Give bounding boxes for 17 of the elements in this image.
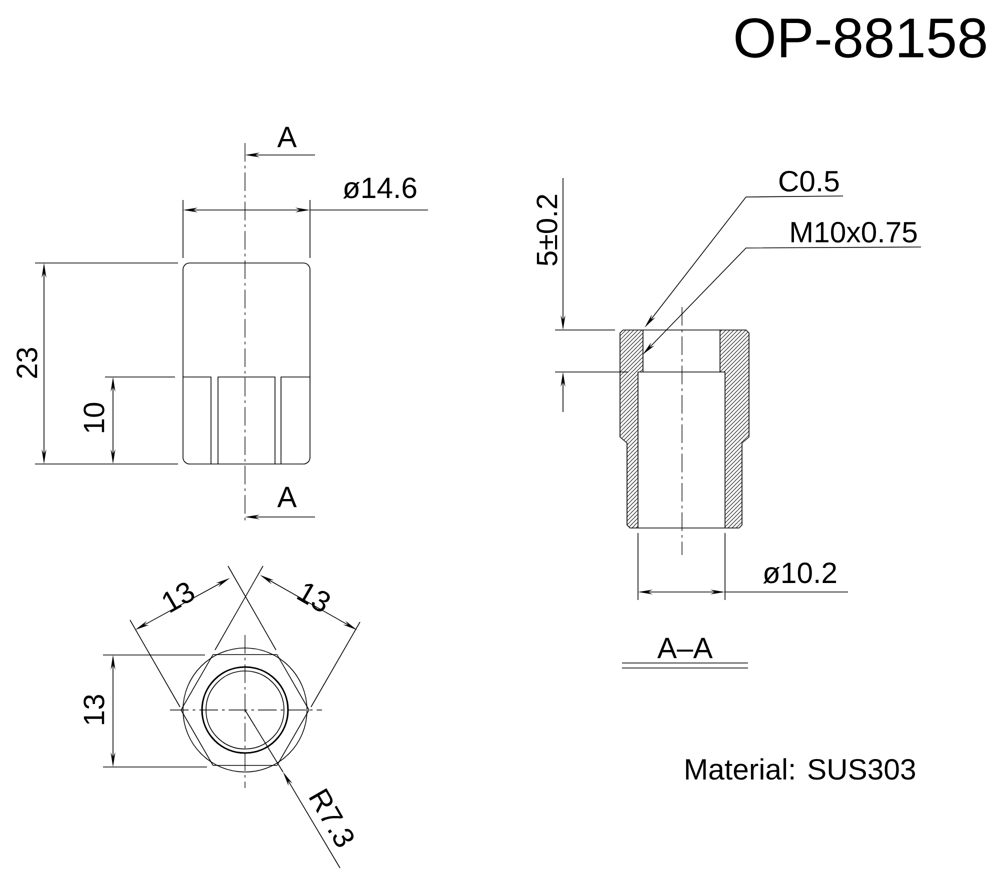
dimension-text: 13 xyxy=(296,584,330,612)
dimension-text: ø14.6 xyxy=(343,177,416,198)
callout-text: C0.5 xyxy=(779,170,839,192)
callout-text: M10x0.75 xyxy=(792,222,917,243)
dimension-text: 10 xyxy=(84,402,104,432)
dimension-text: ø10.2 xyxy=(763,562,836,584)
section-view-drawing xyxy=(620,330,644,528)
dimension-text: 13 xyxy=(84,694,104,724)
material-note: Material: SUS303 xyxy=(686,758,915,780)
dimension-text: 23 xyxy=(16,348,38,378)
part-number: OP-88158 xyxy=(736,18,986,58)
dimension-text: A xyxy=(277,486,297,508)
section-view-drawing xyxy=(638,330,750,528)
section-label: A–A xyxy=(657,638,713,658)
dimension-text: 13 xyxy=(162,582,194,613)
dimension-text: 5±0.2 xyxy=(536,194,558,266)
dimension-text: A xyxy=(277,126,297,148)
